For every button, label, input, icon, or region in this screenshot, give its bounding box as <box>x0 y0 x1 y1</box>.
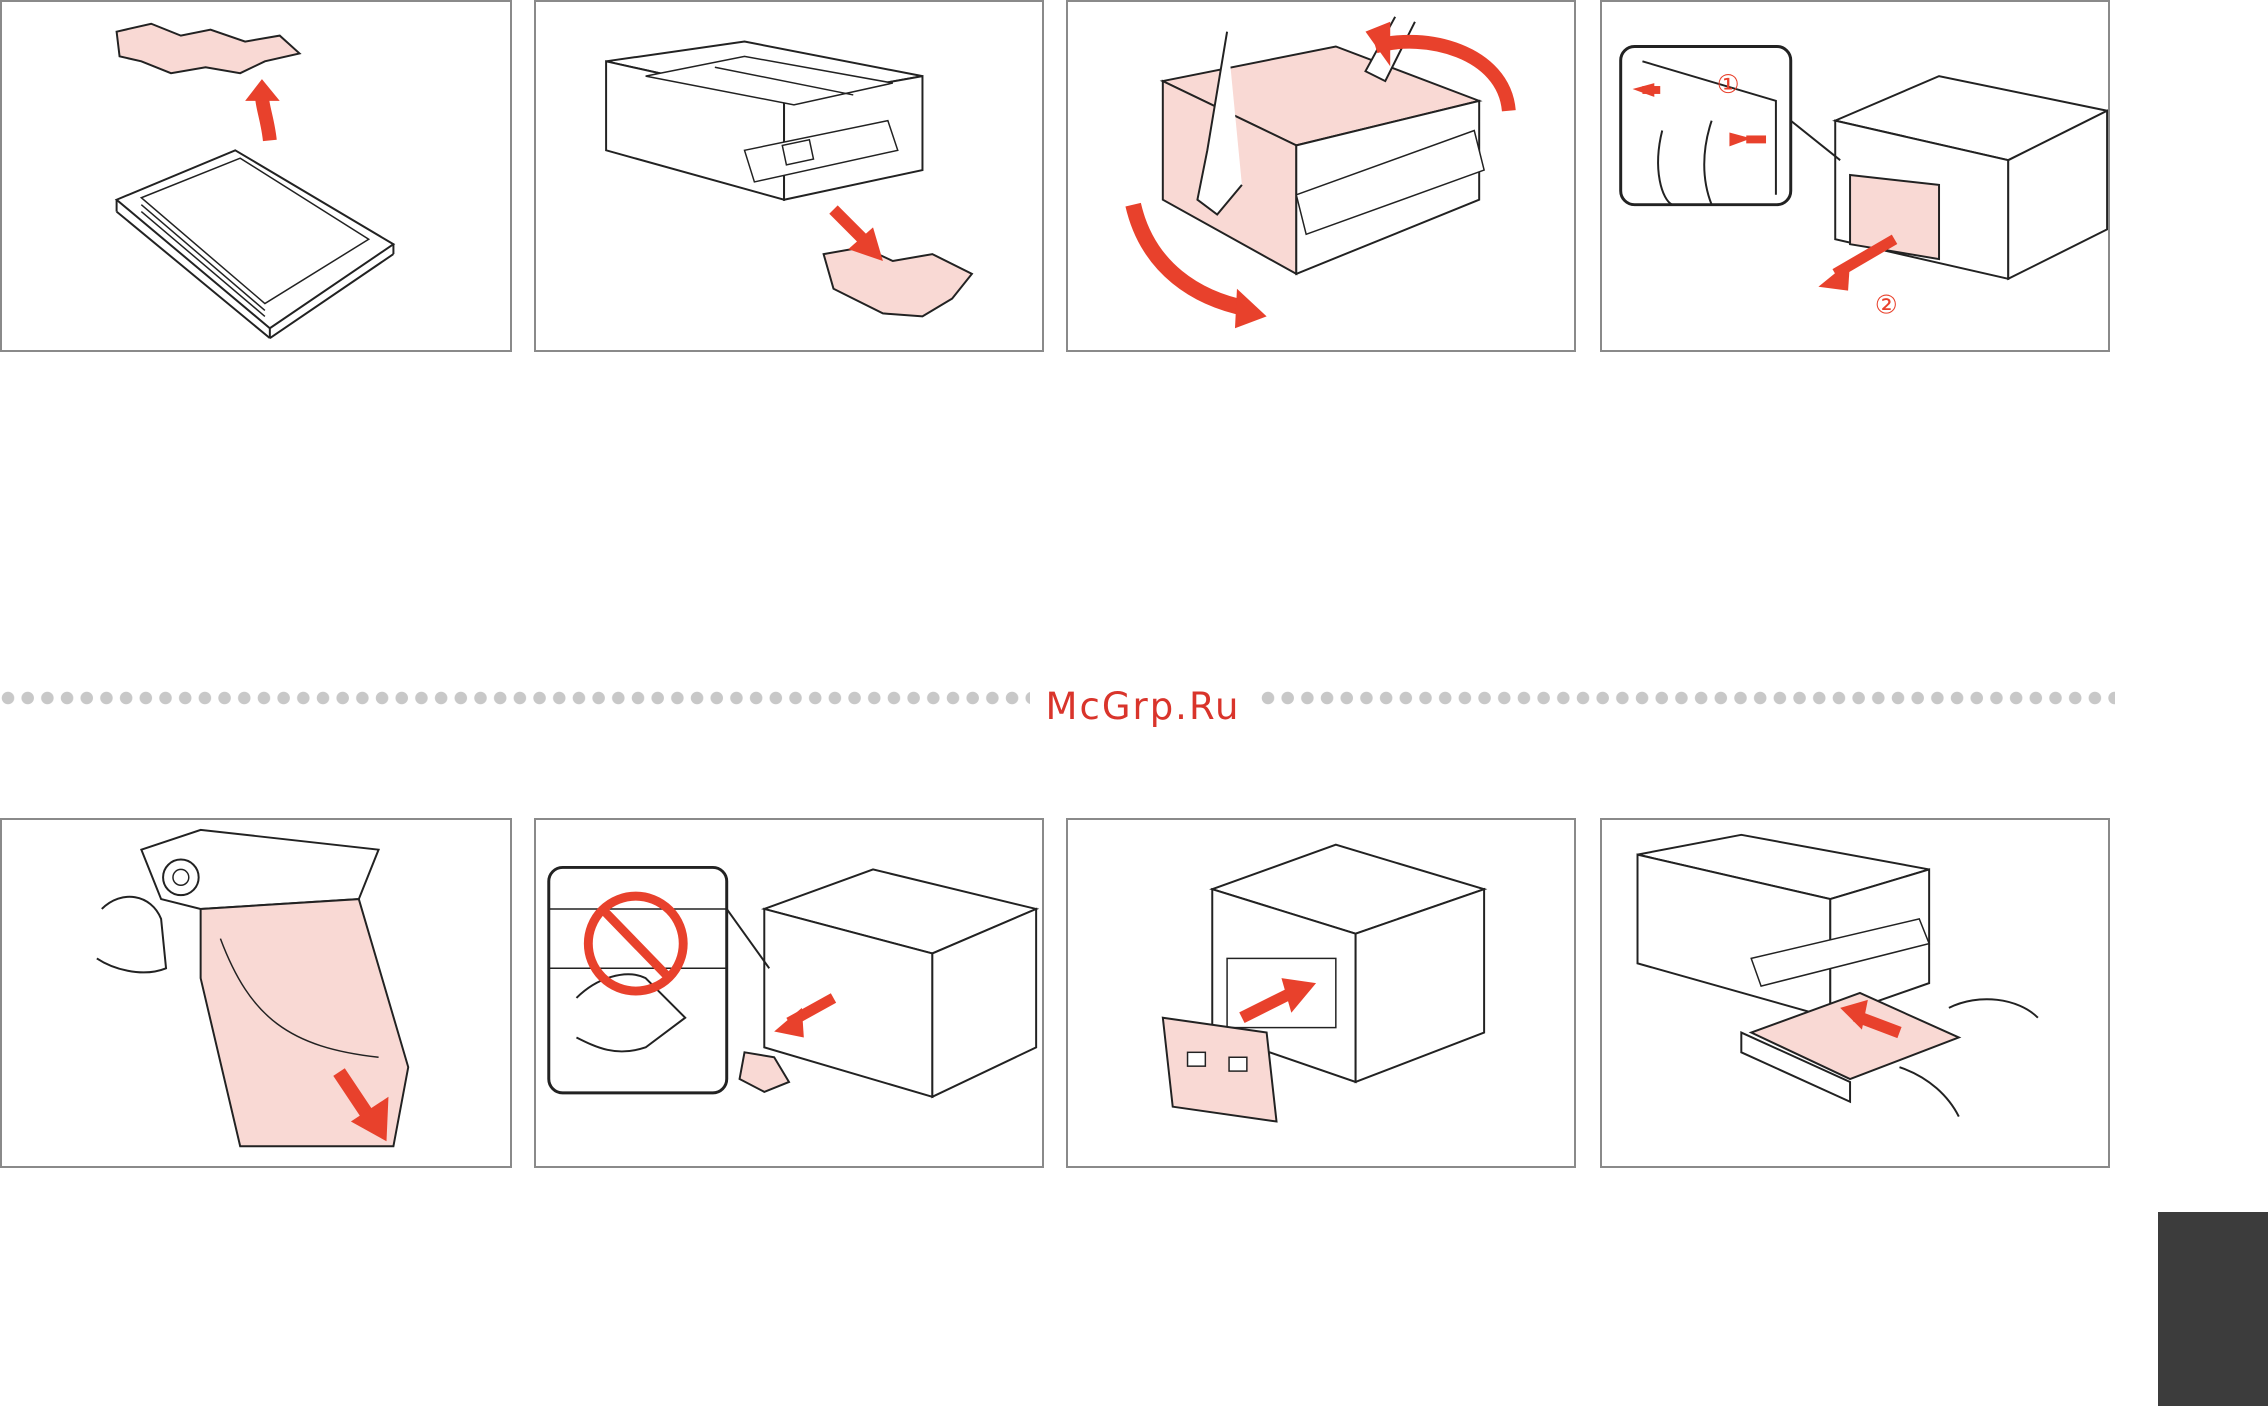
step-marker-2: ② <box>1875 290 1898 320</box>
jammed-paper <box>117 24 300 73</box>
hand <box>97 897 166 973</box>
remove-jammed-paper-illustration <box>2 2 510 350</box>
step-marker-1: ① <box>1717 70 1740 100</box>
tilt-printer-illustration <box>1068 2 1574 350</box>
reattach-rear-cover-illustration <box>1068 820 1574 1166</box>
step-panel-7 <box>1066 818 1576 1168</box>
remove-paper-rear-illustration <box>536 820 1042 1166</box>
rear-cover <box>1163 1018 1277 1122</box>
step-panel-1 <box>0 0 512 352</box>
step-panel-3 <box>1066 0 1576 352</box>
insert-cassette-illustration <box>1602 820 2108 1166</box>
step-panel-2 <box>534 0 1044 352</box>
remove-paper-from-cover-illustration <box>2 820 510 1166</box>
hand <box>1899 1067 1958 1116</box>
pull-arrow-icon <box>833 210 863 240</box>
watermark-text: McGrp.Ru <box>1030 682 1256 732</box>
hand <box>1949 999 2038 1018</box>
section-tab <box>2158 1212 2268 1406</box>
remove-rear-cover-illustration: ① ② <box>1602 2 2108 350</box>
step-panel-5 <box>0 818 512 1168</box>
jammed-paper <box>824 247 972 316</box>
step-panel-4: ① ② <box>1600 0 2110 352</box>
pull-paper-front-illustration <box>536 2 1042 350</box>
step-panel-8 <box>1600 818 2110 1168</box>
rear-cover <box>1850 175 1939 259</box>
step-panel-6 <box>534 818 1044 1168</box>
jammed-paper <box>740 1052 789 1092</box>
up-arrow-icon <box>262 96 270 140</box>
